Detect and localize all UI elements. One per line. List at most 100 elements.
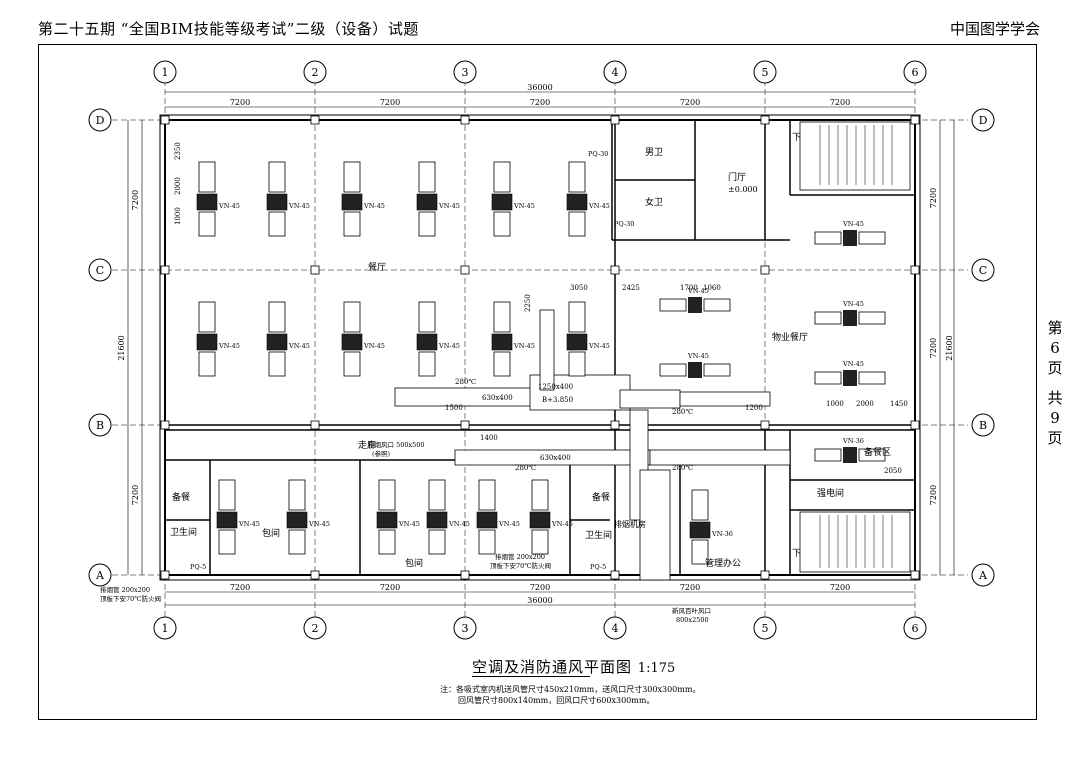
page-header-organization: 中国图学学会 <box>949 20 1040 38</box>
unit-tag: VN-45 <box>398 520 420 528</box>
structural-column <box>610 420 620 430</box>
unit-tag: VN-36 <box>842 437 864 445</box>
room-label-cleaning: 强电间 <box>817 487 844 499</box>
room-labels: 餐厅 门厅 ±0.000 男卫 女卫 走廊 物业餐厅 备餐 备餐 包间 包间 卫… <box>170 133 891 569</box>
structural-column <box>910 265 920 275</box>
dim-text: 1450 <box>890 400 908 408</box>
grid-bubble-column: 5 <box>753 616 777 640</box>
grid-bubble-column: 1 <box>153 616 177 640</box>
room-label-staff-dining: 物业餐厅 <box>772 331 808 343</box>
page-note-char: 共 <box>1047 389 1063 407</box>
unit-tag: VN-45 <box>448 520 470 528</box>
unit-tag: VN-45 <box>363 342 385 350</box>
svg-text:B: B <box>96 419 104 432</box>
dim-text: 1200 <box>745 404 763 412</box>
pq-tag: PQ-30 <box>614 220 634 228</box>
duct-size-label: 1250x400 <box>538 383 573 391</box>
indoor-unit: VN-45 <box>416 301 460 377</box>
fan-temp-label: 280℃ <box>455 378 476 386</box>
dim-text: 2000 <box>174 177 182 195</box>
structural-column <box>910 570 920 580</box>
svg-text:C: C <box>979 264 987 277</box>
svg-text:4: 4 <box>612 622 619 635</box>
drawing-frame <box>38 44 1037 720</box>
room-label-down: 下 <box>792 549 801 559</box>
indoor-unit: VN-45 <box>376 479 420 555</box>
structural-column <box>760 265 770 275</box>
stair-bottom <box>799 511 911 573</box>
indoor-unit: VN-45 <box>266 301 310 377</box>
dim-text: 1700 <box>680 284 698 292</box>
room-label-lobby: 门厅 <box>728 171 746 183</box>
annotation-fresh-air-louver: 新风百叶风口 <box>672 606 711 615</box>
plan-scale: 1:175 <box>637 661 676 676</box>
grid-bubble-column: 5 <box>753 60 777 84</box>
unit-tag: VN-45 <box>687 352 709 360</box>
plan-title-text: 空调及消防通风平面图 <box>472 658 633 676</box>
structural-column <box>910 420 920 430</box>
page-header-title: 第二十五期 “全国BIM技能等级考试”二级（设备）试题 <box>38 20 419 38</box>
svg-text:A: A <box>95 569 105 582</box>
room-label-private-room: 包间 <box>262 527 280 539</box>
page-note-char: 页 <box>1047 359 1063 377</box>
unit-tag: VN-45 <box>513 342 535 350</box>
plan-title: 空调及消防通风平面图 1:175 <box>472 656 675 677</box>
fan-temp-label: 280℃ <box>672 464 693 472</box>
grid-bubble-row: B <box>88 413 112 437</box>
duct-elev-label: B+3.850 <box>542 396 573 404</box>
structural-column <box>460 420 470 430</box>
svg-text:2: 2 <box>312 622 319 635</box>
grid-bubble-row: D <box>971 108 995 132</box>
misc-dimensions: 2250 3050 2425 1700 1060 1000 2000 1450 … <box>174 142 908 475</box>
dim-top-bay: 7200 <box>830 98 850 107</box>
structural-column <box>460 265 470 275</box>
dim-text: 1000 <box>826 400 844 408</box>
grid-bubble-row: C <box>971 258 995 282</box>
unit-tag: VN-45 <box>588 202 610 210</box>
structural-column <box>610 570 620 580</box>
dim-bottom-bay: 7200 <box>830 583 850 592</box>
room-label-mens: 男卫 <box>645 147 663 158</box>
room-label-private-room: 包间 <box>405 557 423 569</box>
note-line: 注：各吸式室内机送风管尺寸450x210mm，送风口尺寸300x300mm。 <box>440 685 701 694</box>
dim-top-bay: 7200 <box>530 98 550 107</box>
page-number-note: 第 6 页 共 9 页 <box>1044 318 1066 448</box>
annotation-fire-damper: 顶板下安70℃防火阀 <box>100 594 161 603</box>
unit-tag: VN-36 <box>711 530 733 538</box>
room-label-restaurant: 餐厅 <box>368 261 386 273</box>
dim-text: 2050 <box>884 467 902 475</box>
annotation-exhaust-pipe: 排烟管 200x200 <box>100 585 150 594</box>
page-note-char: 第 <box>1047 319 1063 337</box>
stair-top <box>799 121 911 191</box>
structural-column <box>310 570 320 580</box>
duct-size-label: 630x400 <box>540 454 571 462</box>
structural-column <box>910 115 920 125</box>
indoor-unit: VN-45 <box>266 161 310 237</box>
structural-column <box>460 570 470 580</box>
dim-left-total: 21600 <box>117 335 126 360</box>
structural-column <box>760 115 770 125</box>
grid-bubble-row: A <box>88 563 112 587</box>
svg-text:6: 6 <box>912 66 919 79</box>
unit-tag: VN-45 <box>238 520 260 528</box>
dim-bottom-bay: 7200 <box>380 583 400 592</box>
indoor-unit: VN-45 <box>341 301 385 377</box>
unit-tag: VN-45 <box>588 342 610 350</box>
grid-bubble-column: 3 <box>453 60 477 84</box>
dim-left-row: 7200 <box>131 485 140 505</box>
dim-text: 2425 <box>622 284 640 292</box>
duct-labels: 630x400 1250x400 B+3.850 630x400 280℃ 28… <box>455 378 693 472</box>
dim-bottom-total: 36000 <box>527 596 552 605</box>
grid-bubble-column: 2 <box>303 616 327 640</box>
indoor-unit: VN-45 <box>814 360 886 386</box>
indoor-unit: VN-45 <box>341 161 385 237</box>
svg-text:D: D <box>96 114 105 127</box>
room-label-storage: 备餐 <box>592 491 610 503</box>
indoor-unit: VN-45 <box>196 161 240 237</box>
note-line: 回风管尺寸800x140mm，回风口尺寸600x300mm。 <box>458 696 655 705</box>
svg-text:2: 2 <box>312 66 319 79</box>
svg-text:1: 1 <box>162 622 169 635</box>
unit-tag: VN-45 <box>218 342 240 350</box>
room-label-womens: 女卫 <box>645 196 663 208</box>
